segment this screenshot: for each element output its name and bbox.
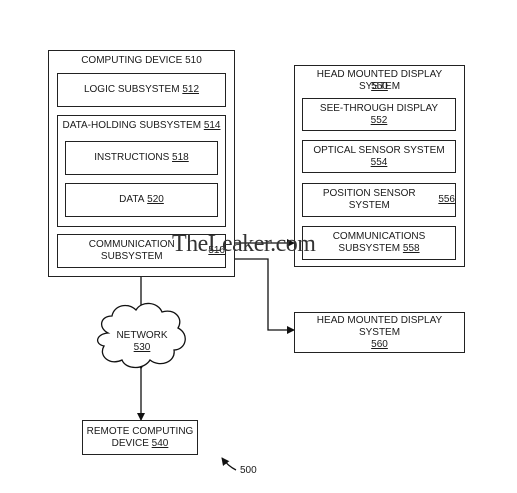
see-through-display-box: SEE-THROUGH DISPLAY 552 bbox=[302, 98, 456, 131]
link-comm-to-hmd2 bbox=[221, 255, 295, 334]
network-label: NETWORK 530 bbox=[116, 330, 168, 353]
logic-subsystem-box: LOGIC SUBSYSTEM 512 bbox=[57, 73, 226, 107]
optical-sensor-box: OPTICAL SENSOR SYSTEM 554 bbox=[302, 140, 456, 173]
communication-subsystem-box: COMMUNICATION SUBSYSTEM 516 bbox=[57, 234, 226, 268]
remote-device-box: REMOTE COMPUTING DEVICE 540 bbox=[82, 420, 198, 455]
figure-ref-label: 500 bbox=[240, 465, 257, 476]
hmd-system-num: 550 bbox=[371, 81, 388, 92]
network-cloud bbox=[97, 302, 186, 369]
hmd-system-label: HEAD MOUNTED DISPLAY SYSTEM bbox=[316, 69, 443, 92]
position-sensor-box: POSITION SENSOR SYSTEM 556 bbox=[302, 183, 456, 217]
watermark-text: TheLeaker.com bbox=[172, 231, 316, 257]
hmd-system-2-box: HEAD MOUNTED DISPLAY SYSTEM 560 bbox=[294, 312, 465, 353]
data-holding-subsystem-label: DATA-HOLDING SUBSYSTEM 514 bbox=[62, 120, 221, 131]
computing-device-label: COMPUTING DEVICE 510 bbox=[81, 55, 202, 66]
instructions-box: INSTRUCTIONS 518 bbox=[65, 141, 218, 175]
communications-subsystem-box: COMMUNICATIONS SUBSYSTEM 558 bbox=[302, 226, 456, 260]
figure-ref-arrow bbox=[221, 457, 237, 471]
data-box: DATA 520 bbox=[65, 183, 218, 217]
